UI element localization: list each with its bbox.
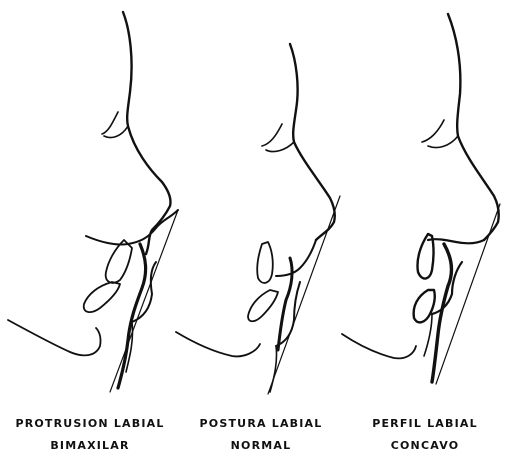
jaw-line (8, 320, 101, 355)
soft-tissue-profile (290, 44, 335, 240)
caption-line-1: PERFIL LABIAL (340, 413, 510, 435)
profile-drawing-normal (176, 44, 340, 394)
jaw-line (176, 332, 260, 356)
jaw-line (342, 334, 416, 358)
profile-drawing-protrusion (8, 12, 178, 392)
caption-protrusion: PROTRUSION LABIAL BIMAXILAR (5, 413, 175, 457)
alveolar-bone (278, 258, 292, 350)
caption-normal: POSTURA LABIAL NORMAL (176, 413, 346, 457)
lower-incisor (248, 290, 278, 321)
lower-incisor (84, 282, 120, 312)
nose-bone-line (422, 120, 458, 148)
upper-lip (428, 239, 484, 243)
upper-incisor (257, 242, 273, 283)
upper-incisor (417, 234, 433, 279)
nose-bone-line (262, 124, 294, 152)
caption-line-1: POSTURA LABIAL (176, 413, 346, 435)
nose-bone-line (102, 112, 128, 138)
caption-line-1: PROTRUSION LABIAL (5, 413, 175, 435)
caption-line-2: NORMAL (176, 435, 346, 457)
profile-drawing-concave (342, 14, 500, 384)
soft-tissue-profile (448, 14, 499, 240)
aesthetic-line (268, 196, 340, 394)
soft-tissue-profile (123, 12, 171, 254)
upper-incisor (106, 240, 132, 283)
caption-concave: PERFIL LABIAL CONCAVO (340, 413, 510, 457)
upper-lip (276, 240, 316, 276)
caption-line-2: BIMAXILAR (5, 435, 175, 457)
caption-line-2: CONCAVO (340, 435, 510, 457)
aesthetic-line (110, 210, 178, 392)
